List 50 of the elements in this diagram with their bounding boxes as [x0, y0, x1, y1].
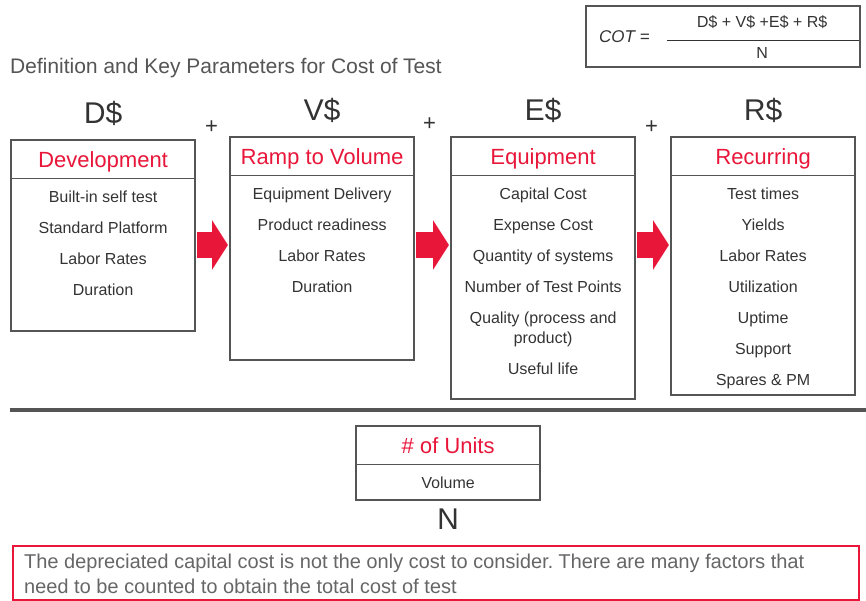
list-item: Quality (process and product): [468, 309, 618, 349]
list-item: Useful life: [506, 360, 580, 380]
formula-box: [585, 5, 861, 68]
box-heading: Equipment: [452, 138, 634, 176]
page-title: Definition and Key Parameters for Cost of Test: [10, 55, 442, 79]
box-heading: Development: [12, 141, 194, 179]
list-item: Support: [734, 340, 792, 360]
box-heading: Recurring: [672, 138, 854, 176]
cost-symbol: E$: [524, 94, 562, 128]
formula-lhs: COT =: [599, 27, 650, 47]
list-item: Expense Cost: [492, 216, 594, 236]
list-item: Built-in self test: [48, 188, 158, 208]
list-item: Uptime: [736, 309, 790, 329]
list-item: Product readiness: [256, 216, 388, 236]
block-arrow: [416, 220, 449, 270]
list-item: Quantity of systems: [472, 247, 614, 267]
numerator: D$ + V$ +E$ + R$: [696, 14, 828, 32]
list-item: Yields: [740, 216, 786, 236]
list-item: Labor Rates: [58, 250, 148, 270]
category-box: [670, 136, 856, 396]
block-arrow: [197, 220, 228, 270]
note-text: The depreciated capital cost is not the only cost to consider. There are many factors that need to be counted to obtain the total cost of test: [24, 550, 806, 600]
note-box: [12, 545, 860, 601]
list-item: Duration: [72, 281, 134, 301]
category-box: [10, 139, 196, 332]
cost-symbol: V$: [302, 94, 342, 128]
list-item: Duration: [290, 278, 354, 298]
cost-symbol: N: [436, 503, 460, 537]
denominator: N: [755, 45, 769, 63]
category-box: [450, 136, 636, 400]
cost-symbol: R$: [742, 94, 784, 128]
category-box: [229, 136, 415, 361]
list-item: Standard Platform: [38, 219, 168, 239]
block-arrow: [637, 220, 669, 270]
list-item: Labor Rates: [718, 247, 808, 267]
list-item: Spares & PM: [714, 371, 812, 391]
list-item: Volume: [420, 474, 476, 494]
list-item: Capital Cost: [498, 185, 588, 205]
plus-sign: +: [423, 110, 436, 136]
list-item: Test times: [726, 185, 800, 205]
plus-sign: +: [645, 113, 658, 139]
category-box: [355, 425, 541, 501]
box-heading: Ramp to Volume: [231, 138, 413, 176]
cost-symbol: D$: [82, 97, 124, 131]
list-item: Number of Test Points: [463, 278, 623, 298]
plus-sign: +: [205, 113, 218, 139]
box-heading: # of Units: [357, 427, 539, 465]
list-item: Labor Rates: [277, 247, 367, 267]
list-item: Utilization: [727, 278, 799, 298]
list-item: Equipment Delivery: [252, 185, 392, 205]
